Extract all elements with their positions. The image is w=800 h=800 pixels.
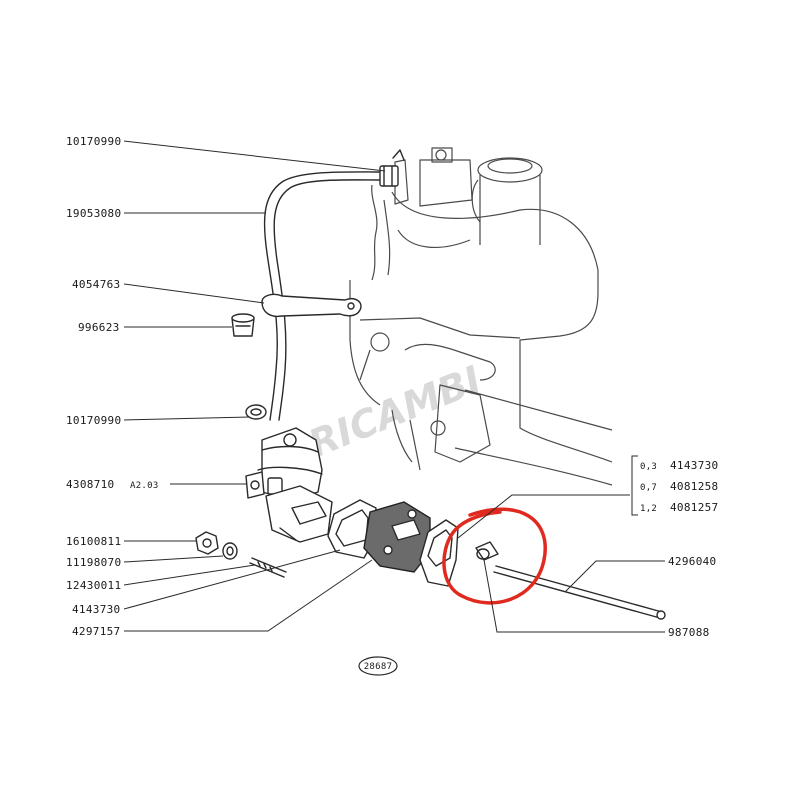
label-push-rod: 4296040	[668, 555, 716, 568]
drawing-number: 28687	[364, 662, 393, 672]
shim-options: 0,3 4143730 0,7 4081258 1,2 4081257	[640, 459, 718, 514]
label-hose-clamp-bottom: 10170990	[66, 414, 121, 427]
label-grommet: 996623	[78, 321, 120, 334]
shim-option-part: 4143730	[670, 459, 718, 472]
watermark: RICAMBI	[302, 357, 487, 466]
leader-lines	[123, 140, 665, 633]
label-spacer: 4297157	[72, 625, 120, 638]
shim-option-part: 4081258	[670, 480, 718, 493]
hose-clamp-bottom	[245, 404, 267, 420]
fuel-pump	[245, 427, 333, 543]
watermark-text: RICAMBI	[302, 357, 487, 466]
shim-option-thickness: 1,2	[640, 504, 657, 514]
label-nut: 16100811	[66, 535, 121, 548]
highlight-circle	[442, 507, 547, 605]
grommet	[231, 313, 255, 337]
label-gasket: 4143730	[72, 603, 120, 616]
label-fuel-pump: 4308710	[66, 478, 114, 491]
shim-option-thickness: 0,7	[640, 483, 657, 493]
fuel-hose	[263, 171, 383, 421]
hose-bracket	[261, 293, 362, 318]
label-washer: 11198070	[66, 556, 121, 569]
shim-option-part: 4081257	[670, 501, 718, 514]
stud	[249, 557, 287, 578]
washer	[222, 542, 238, 560]
shim-option-thickness: 0,3	[640, 462, 657, 472]
nut	[195, 531, 219, 555]
engine-block	[349, 147, 613, 486]
label-fuel-hose: 19053080	[66, 207, 121, 220]
label-pin: 987088	[668, 626, 710, 639]
part-labels: 10170990 19053080 4054763 996623 1017099…	[66, 135, 718, 676]
push-rod	[493, 565, 666, 620]
insulating-spacer	[363, 501, 431, 573]
pin	[475, 541, 499, 561]
drawing-number-badge: 28687	[358, 656, 398, 676]
label-fuel-pump-variant: A2.03	[130, 481, 159, 491]
hose-clamp-top	[379, 149, 405, 187]
label-bracket: 4054763	[72, 278, 120, 291]
label-hose-clamp-top: 10170990	[66, 135, 121, 148]
label-stud: 12430011	[66, 579, 121, 592]
